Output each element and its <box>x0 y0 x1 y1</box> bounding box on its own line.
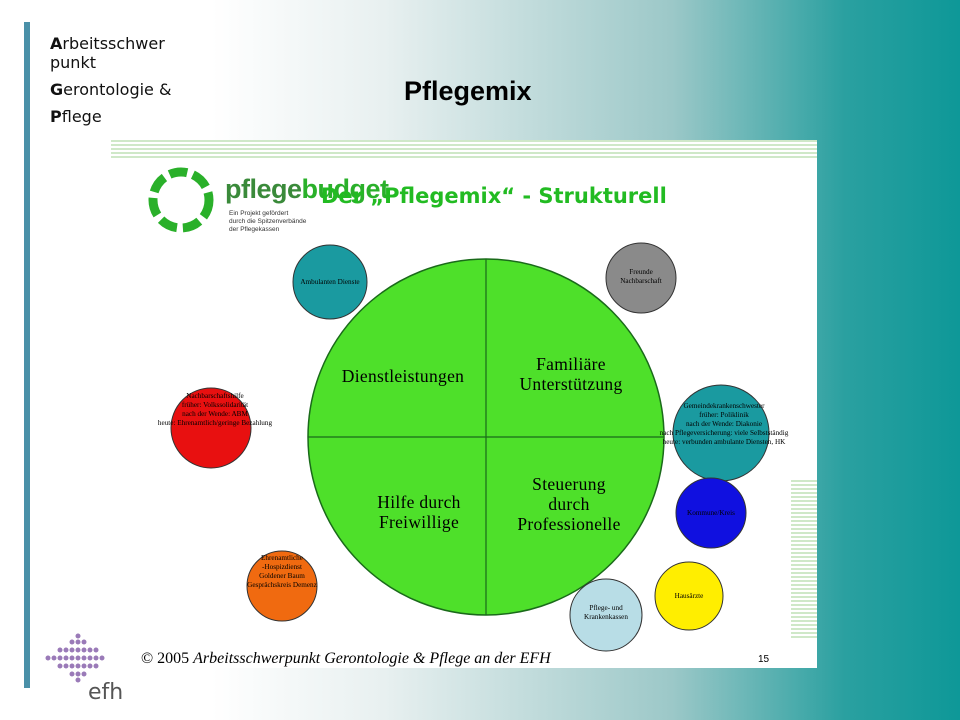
logo-sub-line2: durch die Spitzenverbände <box>229 218 307 225</box>
satellite-ehren-line4: Gesprächskreis Demenz <box>247 581 317 589</box>
pflegebudget-wordmark: pflegebudget <box>225 174 389 205</box>
satellite-hausaerzte <box>654 561 724 631</box>
satellite-gemeinde-line5: heute: verbunden ambulante Diensten, HK <box>662 438 786 446</box>
logo-sub-line3: der Pflegekassen <box>229 226 280 233</box>
satellite-kassen-label: Pflege- und Krankenkassen <box>569 604 643 622</box>
satellite-gemeinde-line4: nach Pflegeversicherung: viele Selbststä… <box>659 429 789 437</box>
satellite-gemeinde-line1: Gemeindekrankenschwester <box>683 402 765 410</box>
quadrant-bottom-left-line2: Freiwillige <box>378 512 460 533</box>
efh-dots-icon <box>45 633 105 683</box>
footer-text: Arbeitsschwerpunkt Gerontologie & Pflege… <box>193 650 551 667</box>
brand-line2: punkt <box>50 53 96 72</box>
satellite-freunde-line2: Nachbarschaft <box>620 277 662 285</box>
quadrant-top-left-label: Dienstleistungen <box>341 366 465 386</box>
satellite-nachbar-line2: früher: Volkssolidarität <box>181 401 249 409</box>
satellite-kommune <box>675 477 747 549</box>
satellite-gemeinde-label: Gemeindekrankenschwester früher: Polikli… <box>631 402 817 447</box>
satellite-freunde <box>605 242 677 314</box>
satellite-kassen-line2: Krankenkassen <box>584 613 628 621</box>
efh-logo-text: efh <box>88 680 124 705</box>
quadrant-top-right-line2: Unterstützung <box>519 374 623 395</box>
pflegemix-diagram <box>148 167 770 652</box>
quadrant-top-right-line1: Familiäre <box>536 354 606 374</box>
efh-logo: efh <box>38 630 128 710</box>
slide-image: pflegebudget Ein Projekt gefördert durch… <box>111 140 817 668</box>
footer-copyright: © 2005 <box>141 650 190 667</box>
logo-sub-line1: Ein Projekt gefördert <box>229 210 289 217</box>
logo-word-part1: pflege <box>225 174 302 204</box>
satellite-nachbar <box>170 387 252 469</box>
quadrant-bottom-left: Hilfe durch Freiwillige <box>359 492 479 532</box>
quadrant-bottom-right-line3: Professionelle <box>517 514 621 535</box>
big-circle <box>307 258 665 616</box>
quadrant-top-left: Dienstleistungen <box>333 366 473 386</box>
quadrant-bottom-right-line1: Steuerung <box>532 474 606 494</box>
satellite-nachbar-label: Nachbarschaftshilfe früher: Volkssolidar… <box>135 392 295 428</box>
quadrant-bottom-left-line1: Hilfe durch <box>377 492 461 512</box>
top-stripes <box>111 140 817 160</box>
logo-word-part2: budget <box>301 174 389 204</box>
satellite-kassen <box>569 578 643 652</box>
satellite-ambulant-label: Ambulanten Dienste <box>300 278 360 286</box>
satellite-ehren <box>246 550 318 622</box>
brand-initial-g: G <box>50 80 64 99</box>
brand-line4: flege <box>61 107 102 126</box>
satellite-nachbar-line3: nach der Wende: ABM <box>182 410 248 418</box>
satellite-ehren-line2: -Hospizdienst <box>262 563 302 571</box>
satellite-nachbar-line4: heute: Ehrenamtlich/geringe Bezahlung <box>157 419 273 427</box>
satellite-ehren-line3: Goldener Baum <box>259 572 305 580</box>
quadrant-top-right: Familiäre Unterstützung <box>501 354 641 394</box>
satellite-kassen-line1: Pflege- und <box>589 604 623 612</box>
brand-block: Arbeitsschwer punkt Gerontologie & Pfleg… <box>50 34 171 126</box>
brand-line1: rbeitsschwer <box>62 34 165 53</box>
quadrant-bottom-right: Steuerung durch Professionelle <box>499 474 639 534</box>
pflegebudget-logo-icon <box>148 167 214 233</box>
brand-initial-a: A <box>50 34 63 53</box>
slide-footer: © 2005 Arbeitsschwerpunkt Gerontologie &… <box>141 650 551 668</box>
satellite-ambulant <box>292 244 368 320</box>
satellite-freunde-label: Freunde Nachbarschaft <box>605 268 677 286</box>
satellite-nachbar-line1: Nachbarschaftshilfe <box>186 392 244 400</box>
logo-subtitle: Ein Projekt gefördert durch die Spitzenv… <box>229 210 306 234</box>
slide-title: Der „Pflegemix“ - Strukturell <box>321 184 667 208</box>
quadrant-bottom-right-line2: durch <box>548 494 590 515</box>
satellite-hausaerzte-label: Hausärzte <box>674 592 704 600</box>
page-title: Pflegemix <box>404 76 532 106</box>
brand-initial-p: P <box>50 107 62 126</box>
satellite-gemeinde-line2: früher: Poliklinik <box>699 411 749 419</box>
satellite-gemeinde-line3: nach der Wende: Diakonie <box>685 420 763 428</box>
satellite-ehren-label: Ehrenamtliche -Hospizdienst Goldener Bau… <box>231 554 333 590</box>
brand-line3: erontologie & <box>63 80 172 99</box>
right-stripes <box>791 480 817 640</box>
left-accent-bar <box>24 22 30 688</box>
satellite-freunde-line1: Freunde <box>629 268 653 276</box>
slide-page-number: 15 <box>758 654 770 665</box>
satellite-ehren-line1: Ehrenamtliche <box>261 554 303 562</box>
satellite-kommune-label: Kommune/Kreis <box>687 509 735 517</box>
